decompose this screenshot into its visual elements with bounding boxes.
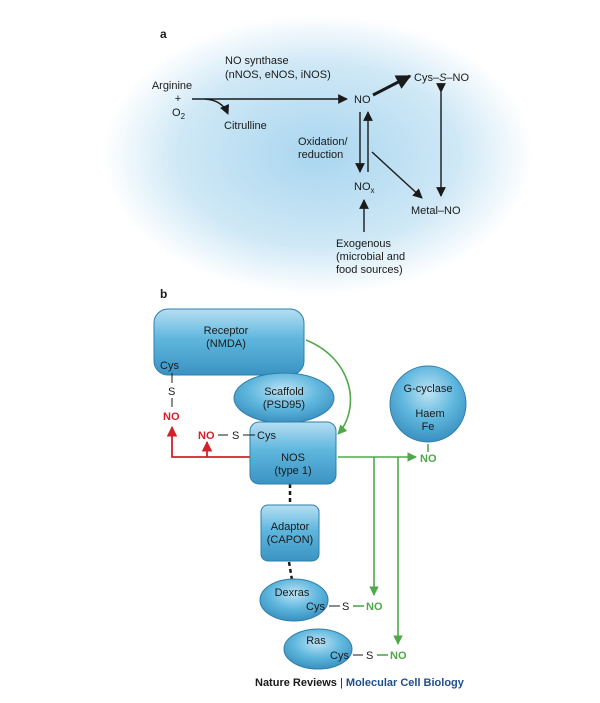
dexras-s-label: S	[342, 601, 349, 613]
panel-a-letter: a	[160, 27, 167, 41]
scaffold-label-1: Scaffold	[264, 386, 304, 398]
receptor-label-1: Receptor	[204, 325, 249, 337]
footer-separator: |	[336, 677, 346, 689]
adaptor-dexras-dashed-link	[287, 561, 294, 581]
nos-label-2: (type 1)	[274, 465, 311, 477]
adaptor-label-2: (CAPON)	[267, 534, 313, 546]
dexras-label: Dexras	[275, 587, 310, 599]
exogenous-label-1: Exogenous	[336, 238, 392, 250]
receptor-cys-label: Cys	[160, 360, 179, 372]
oxidation-label-1: Oxidation/	[298, 136, 348, 148]
citrulline-label: Citrulline	[224, 120, 267, 132]
exogenous-label-3: food sources)	[336, 264, 403, 276]
journal-subject: Molecular Cell Biology	[345, 677, 464, 689]
no-to-metal-arrow	[371, 151, 423, 199]
plus-label: +	[175, 93, 181, 105]
ras-label: Ras	[306, 635, 326, 647]
nos-label-1: NOS	[281, 452, 305, 464]
ras-s-label: S	[366, 650, 373, 662]
fe-label: Fe	[422, 421, 435, 433]
gcyclase-no-label: NO	[420, 453, 437, 465]
gcyclase-label: G-cyclase	[404, 383, 453, 395]
o2-label: O2	[172, 107, 186, 121]
synthase-title: NO synthase	[225, 55, 289, 67]
receptor-label-2: (NMDA)	[206, 338, 246, 350]
nos-s-label: S	[232, 430, 239, 442]
no-to-cysno-arrow	[372, 74, 412, 97]
dexras-cys-label: Cys	[306, 601, 325, 613]
nox-label: NOx	[354, 181, 375, 195]
nos-red-trunk	[166, 425, 250, 458]
adaptor-node	[260, 504, 320, 562]
scaffold-label-2: (PSD95)	[263, 399, 305, 411]
adaptor-label-1: Adaptor	[271, 521, 310, 533]
receptor-no-label: NO	[163, 411, 180, 423]
gcyclase-node	[389, 365, 467, 443]
scaffold-node	[233, 372, 335, 424]
receptor-s-label: S	[168, 386, 175, 398]
nos-node	[249, 421, 337, 485]
nos-no-label: NO	[198, 430, 215, 442]
ras-node	[283, 628, 353, 670]
haem-label: Haem	[415, 408, 444, 420]
receptor-node	[153, 308, 305, 376]
receptor-to-nos-green-arrow	[305, 339, 352, 435]
no-label: NO	[354, 94, 371, 106]
panel-a-halo	[103, 15, 533, 295]
citrulline-arrow	[204, 98, 230, 115]
ras-no-label: NO	[390, 650, 407, 662]
arginine-label: Arginine	[152, 80, 192, 92]
nos-cys-label: Cys	[257, 430, 276, 442]
synthase-types: (nNOS, eNOS, iNOS)	[225, 69, 331, 81]
panel-b-letter: b	[160, 287, 167, 301]
dexras-no-label: NO	[366, 601, 383, 613]
exogenous-label-2: (microbial and	[336, 251, 405, 263]
metal-no-label: Metal–NO	[411, 205, 461, 217]
ras-cys-label: Cys	[330, 650, 349, 662]
journal-name: Nature Reviews	[255, 677, 337, 689]
dexras-node	[259, 578, 329, 622]
oxidation-label-2: reduction	[298, 149, 343, 161]
journal-footer: Nature Reviews | Molecular Cell Biology	[255, 677, 464, 689]
cys-s-no-label: Cys–S–NO	[414, 72, 469, 84]
